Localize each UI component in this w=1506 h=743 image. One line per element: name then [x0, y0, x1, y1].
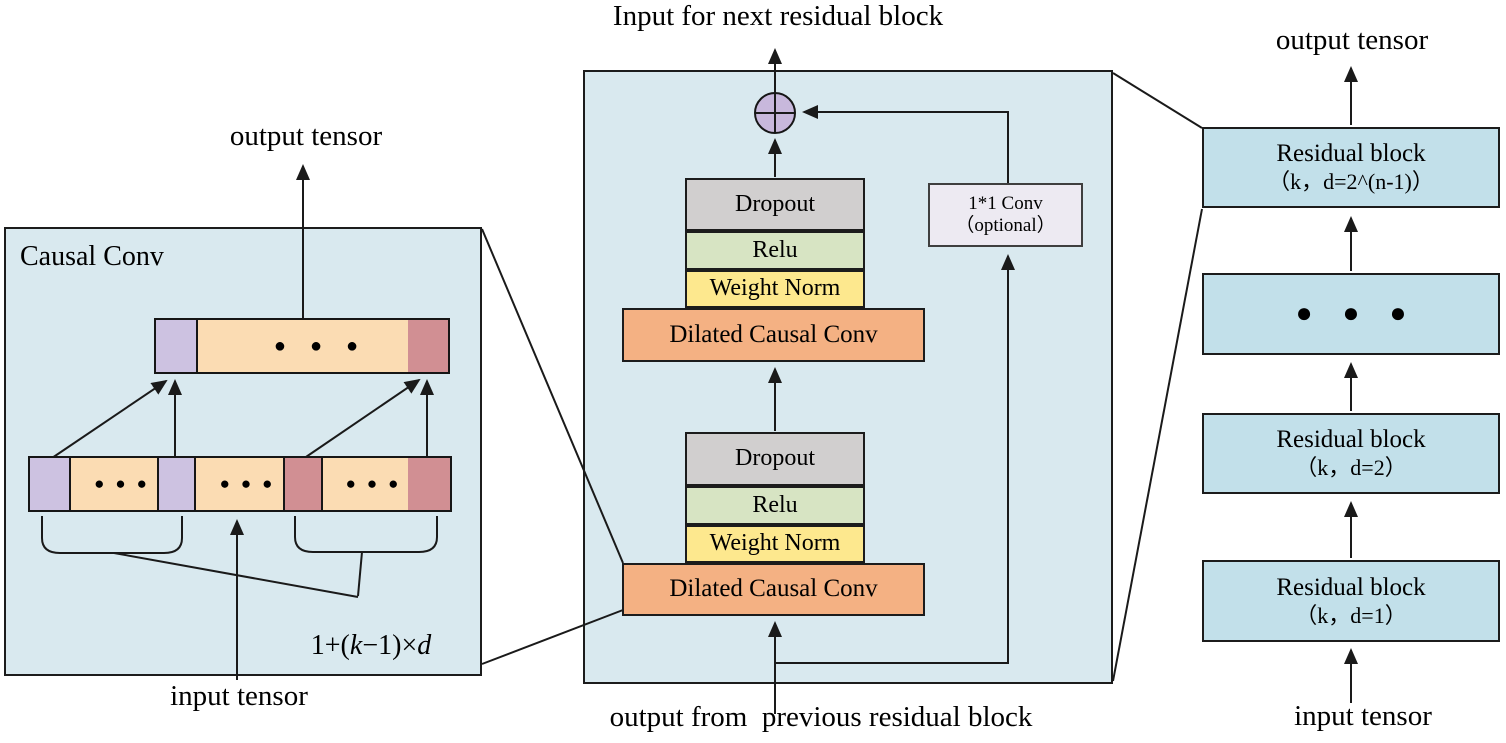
residual-block-1: Residual block （k，d=1） — [1202, 560, 1500, 642]
conv-1x1-label: 1*1 Conv — [968, 193, 1043, 215]
right-output-tensor-label: output tensor — [1275, 24, 1429, 56]
tensor-cell-dots: ●●● — [69, 458, 170, 510]
residual-block-params: （k，d=1） — [1295, 602, 1407, 628]
dilated-causal-conv-block: Dilated Causal Conv — [622, 308, 925, 362]
conv-1x1-optional-label: （optional） — [955, 215, 1056, 236]
left-output-tensor-label: output tensor — [229, 120, 383, 152]
tensor-cell-dots: ●●● — [196, 320, 436, 372]
residual-block-2: Residual block （k，d=2） — [1202, 413, 1500, 494]
zoom-diagonal — [1112, 72, 1203, 129]
relu-block: Relu — [685, 231, 865, 270]
previous-residual-block-label: output from previous residual block — [609, 701, 1033, 733]
residual-block-n: Residual block （k，d=2^(n-1)） — [1202, 127, 1500, 208]
right-input-tensor-label: input tensor — [1294, 700, 1432, 732]
tensor-cell-purple — [156, 320, 196, 372]
tensor-cell-dots: ●●● — [321, 458, 423, 510]
weight-norm-block: Weight Norm — [685, 270, 865, 308]
tensor-cell-red — [408, 320, 448, 372]
zoom-diagonal — [1112, 208, 1203, 682]
input-tensor-bar: ●●● ●●● ●●● — [28, 456, 452, 512]
residual-block-params: （k，d=2） — [1295, 455, 1407, 481]
causal-conv-title: Causal Conv — [20, 241, 164, 272]
tensor-cell-purple — [157, 458, 196, 510]
dropout-block: Dropout — [685, 178, 865, 231]
residual-block-label: Residual block — [1276, 426, 1426, 454]
receptive-field-formula: 1+(k−1)×d — [310, 630, 432, 661]
residual-block-params: （k，d=2^(n-1)） — [1268, 169, 1434, 195]
dilated-causal-conv-block: Dilated Causal Conv — [622, 563, 925, 616]
tensor-cell-dots: ●●● — [194, 458, 296, 510]
weight-norm-block: Weight Norm — [685, 525, 865, 563]
conv-1x1-optional-block: 1*1 Conv （optional） — [928, 183, 1083, 247]
ellipsis-dots: ●●● — [1295, 297, 1437, 329]
tensor-cell-red — [283, 458, 323, 510]
left-input-tensor-label: input tensor — [170, 680, 308, 712]
tensor-cell-red — [408, 458, 450, 510]
next-residual-block-label: Input for next residual block — [612, 0, 944, 32]
output-tensor-bar: ●●● — [154, 318, 450, 374]
tensor-cell-purple — [30, 458, 69, 510]
dropout-block: Dropout — [685, 432, 865, 486]
residual-block-label: Residual block — [1276, 573, 1426, 601]
residual-block-ellipsis: ●●● — [1202, 273, 1500, 355]
residual-block-label: Residual block — [1276, 140, 1426, 168]
relu-block: Relu — [685, 486, 865, 525]
